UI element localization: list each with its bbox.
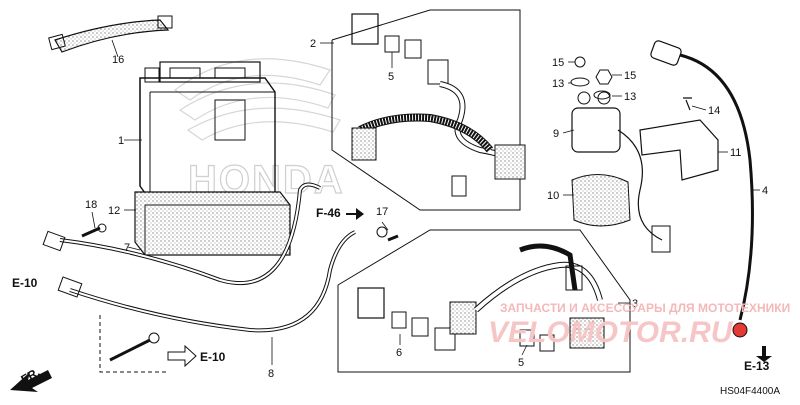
- callout-2: 2: [310, 38, 316, 50]
- watermark-site-logo: VELOMOTOR.RU: [488, 316, 734, 349]
- ref-e13-arrow-icon: [756, 346, 772, 362]
- callout-15-right: 15: [624, 70, 636, 82]
- callout-5-lower: 5: [518, 357, 524, 369]
- ref-f46-arrow-icon: [346, 208, 364, 220]
- callout-14: 14: [708, 105, 720, 117]
- battery-cable-positive: [57, 226, 388, 333]
- callout-13-right: 13: [624, 91, 636, 103]
- leader-lines: [91, 39, 760, 365]
- site-watermark: ЗАПЧАСТИ И АКСЕССУАРЫ ДЛЯ МОТОТЕХНИКИ VE…: [488, 301, 790, 349]
- front-arrow: [10, 370, 52, 392]
- callout-6: 6: [396, 347, 402, 359]
- callout-7: 7: [124, 242, 130, 254]
- diagram-code: HS04F4400A: [720, 386, 780, 397]
- callout-10: 10: [547, 190, 559, 202]
- bolts: [81, 223, 399, 373]
- sub-harness-upper: [331, 9, 526, 211]
- callout-11: 11: [730, 147, 741, 159]
- callout-16: 16: [112, 54, 124, 66]
- battery-band: [48, 15, 173, 53]
- battery-pad: [134, 191, 291, 256]
- ref-f46: F-46: [316, 206, 341, 220]
- callout-1: 1: [118, 135, 124, 147]
- relay-cover: [571, 174, 631, 227]
- callout-18: 18: [85, 199, 97, 211]
- part-callouts: 1 2 3 4 5 5 6 7 8 9 10 11 12 13 13 14 15…: [85, 38, 768, 380]
- ref-e13: E-13: [744, 359, 770, 373]
- callout-15-left: 15: [552, 57, 564, 69]
- callout-4: 4: [762, 185, 768, 197]
- starter-motor-cable: [650, 40, 754, 338]
- starter-relay: [571, 91, 671, 253]
- relay-bracket: [639, 119, 719, 181]
- callout-5-upper: 5: [388, 71, 394, 83]
- small-hardware: [570, 56, 692, 111]
- callout-13-left: 13: [552, 78, 564, 90]
- ref-e10-bottom: E-10: [200, 350, 226, 364]
- ref-e10-left: E-10: [12, 276, 38, 290]
- callout-8: 8: [268, 368, 274, 380]
- watermark-site-text: ЗАПЧАСТИ И АКСЕССУАРЫ ДЛЯ МОТОТЕХНИКИ: [500, 301, 790, 315]
- callout-17: 17: [376, 206, 388, 218]
- reference-labels: F-46 E-10 E-10 E-13 FR.: [12, 206, 772, 387]
- callout-3: 3: [632, 298, 638, 310]
- battery-cable-negative: [42, 182, 321, 286]
- callout-12: 12: [108, 205, 120, 217]
- sub-harness-lower: [337, 229, 631, 373]
- callout-9: 9: [553, 128, 559, 140]
